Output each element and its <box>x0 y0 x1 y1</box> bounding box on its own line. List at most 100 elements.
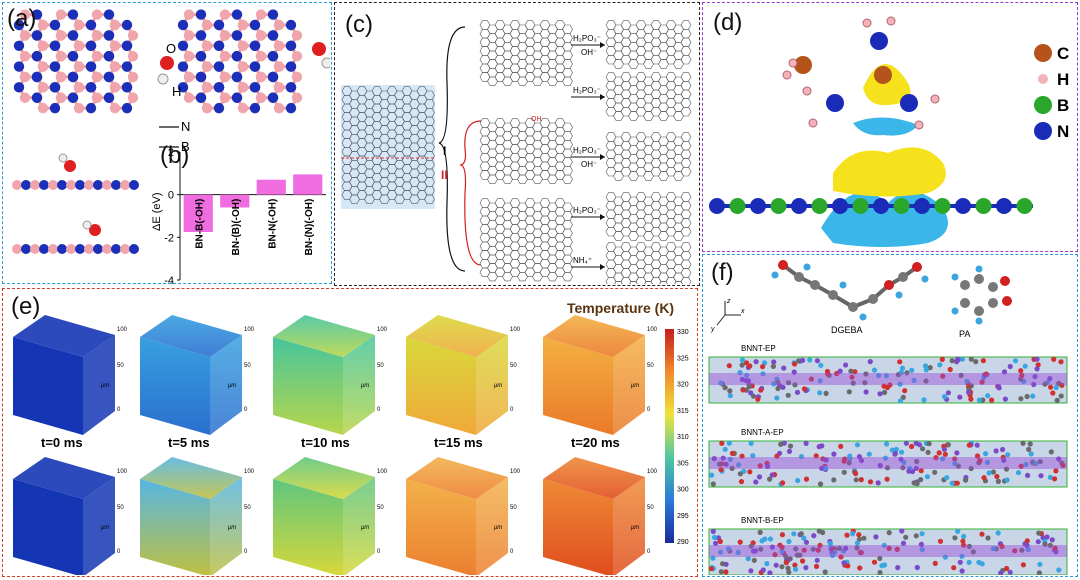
simulation-atom <box>791 531 797 537</box>
molecule-atom <box>900 94 918 112</box>
hex-ring <box>562 220 573 230</box>
simulation-atom <box>710 528 716 534</box>
boron-atom <box>37 102 49 114</box>
cube-top-face <box>406 315 508 357</box>
simulation-atom <box>895 565 901 571</box>
nitrogen-atom <box>213 61 225 72</box>
side-hydrogen-bottom <box>82 220 92 230</box>
nitrogen-atom <box>177 61 189 72</box>
simulation-atom <box>913 440 919 446</box>
pa-oxygen <box>1002 296 1012 306</box>
boron-atom <box>237 82 249 93</box>
simulation-atom <box>1049 537 1055 543</box>
boron-atom <box>109 40 121 51</box>
pa-oxygen <box>1000 276 1010 286</box>
simulation-atom <box>729 465 735 471</box>
nitrogen-atom <box>67 50 79 62</box>
simulation-atom <box>871 367 878 373</box>
simulation-atom <box>919 547 925 553</box>
simulation-atom <box>739 357 746 363</box>
nitrogen-atom <box>93 244 103 254</box>
axis-tick: 0 <box>377 549 381 555</box>
simulation-atom <box>937 362 943 368</box>
simulation-atom <box>889 447 895 453</box>
nitrogen-atom <box>249 40 261 51</box>
pa-hydrogen <box>975 265 983 273</box>
simulation-atom <box>854 442 861 448</box>
simulation-atom <box>866 451 872 457</box>
simulation-atom <box>1042 381 1048 387</box>
simulation-atom <box>787 443 794 449</box>
simulation-atom <box>1024 538 1030 544</box>
simulation-atom <box>853 470 859 477</box>
simulation-atom <box>781 365 787 371</box>
simulation-atom <box>786 569 792 575</box>
boron-atom <box>73 102 85 114</box>
colorbar-tick: 300 <box>677 487 689 494</box>
pa-carbon <box>974 274 984 284</box>
boron-atom <box>852 198 869 214</box>
simulation-atom <box>847 453 853 459</box>
nitrogen-atom <box>31 50 43 62</box>
y-axis-label: ΔE (eV) <box>151 192 163 231</box>
simulation-atom <box>977 458 983 464</box>
simulation-atom <box>801 535 807 541</box>
cube-side-face <box>83 477 115 577</box>
boron-atom <box>66 244 76 254</box>
simulation-atom <box>823 457 829 463</box>
boron-atom <box>219 9 231 20</box>
simulation-atom <box>960 538 966 544</box>
hex-ring <box>562 33 573 43</box>
boron-atom <box>73 61 85 72</box>
nitrogen-atom <box>709 198 725 214</box>
nitrogen-atom <box>267 92 279 103</box>
axis-tick: 100 <box>510 327 521 333</box>
branch-label-i: I <box>443 144 446 158</box>
simulation-atom <box>876 372 882 379</box>
simulation-atom <box>771 359 777 365</box>
category-label: BN-(B)(-OH) <box>231 199 242 256</box>
boron-atom <box>12 180 22 190</box>
axis-tick: 100 <box>244 469 255 475</box>
nitrogen-atom <box>85 82 97 93</box>
simulation-atom <box>918 468 924 474</box>
nitrogen-atom <box>85 102 97 114</box>
simulation-atom <box>1037 561 1043 567</box>
simulation-atom <box>780 480 786 486</box>
simulation-atom <box>748 543 754 549</box>
hex-ring <box>562 263 573 273</box>
simulation-atom <box>710 481 716 487</box>
simulation-atom <box>1007 569 1013 575</box>
simulation-atom <box>970 549 976 555</box>
simulation-atom <box>1005 452 1011 458</box>
nitrogen-atom <box>31 30 43 41</box>
hydrogen-atom <box>788 58 798 68</box>
simulation-atom <box>951 565 957 571</box>
axis-unit: μm <box>227 383 236 389</box>
nanotube-core <box>709 545 1067 557</box>
simulation-atom <box>1012 548 1018 554</box>
simulation-atom <box>1024 542 1030 548</box>
boron-atom <box>55 71 67 83</box>
simulation-atom <box>753 479 759 485</box>
boron-atom <box>37 82 49 93</box>
boron-atom <box>19 50 31 62</box>
simulation-atom <box>857 549 863 556</box>
simulation-atom <box>998 570 1004 576</box>
simulation-atom <box>739 376 745 383</box>
boron-atom <box>183 50 195 62</box>
hex-ring <box>562 157 573 167</box>
cube-top-face <box>406 457 508 499</box>
simulation-atom <box>867 359 873 365</box>
nitrogen-atom <box>231 92 243 103</box>
nanotube-core <box>709 457 1067 469</box>
simulation-atom <box>1052 545 1058 551</box>
boron-atom <box>120 244 130 254</box>
simulation-atom <box>1028 451 1034 457</box>
simulation-atom <box>760 364 766 370</box>
boron-atom <box>109 82 121 93</box>
arrow-head <box>600 94 605 100</box>
simulation-atom <box>738 479 745 485</box>
